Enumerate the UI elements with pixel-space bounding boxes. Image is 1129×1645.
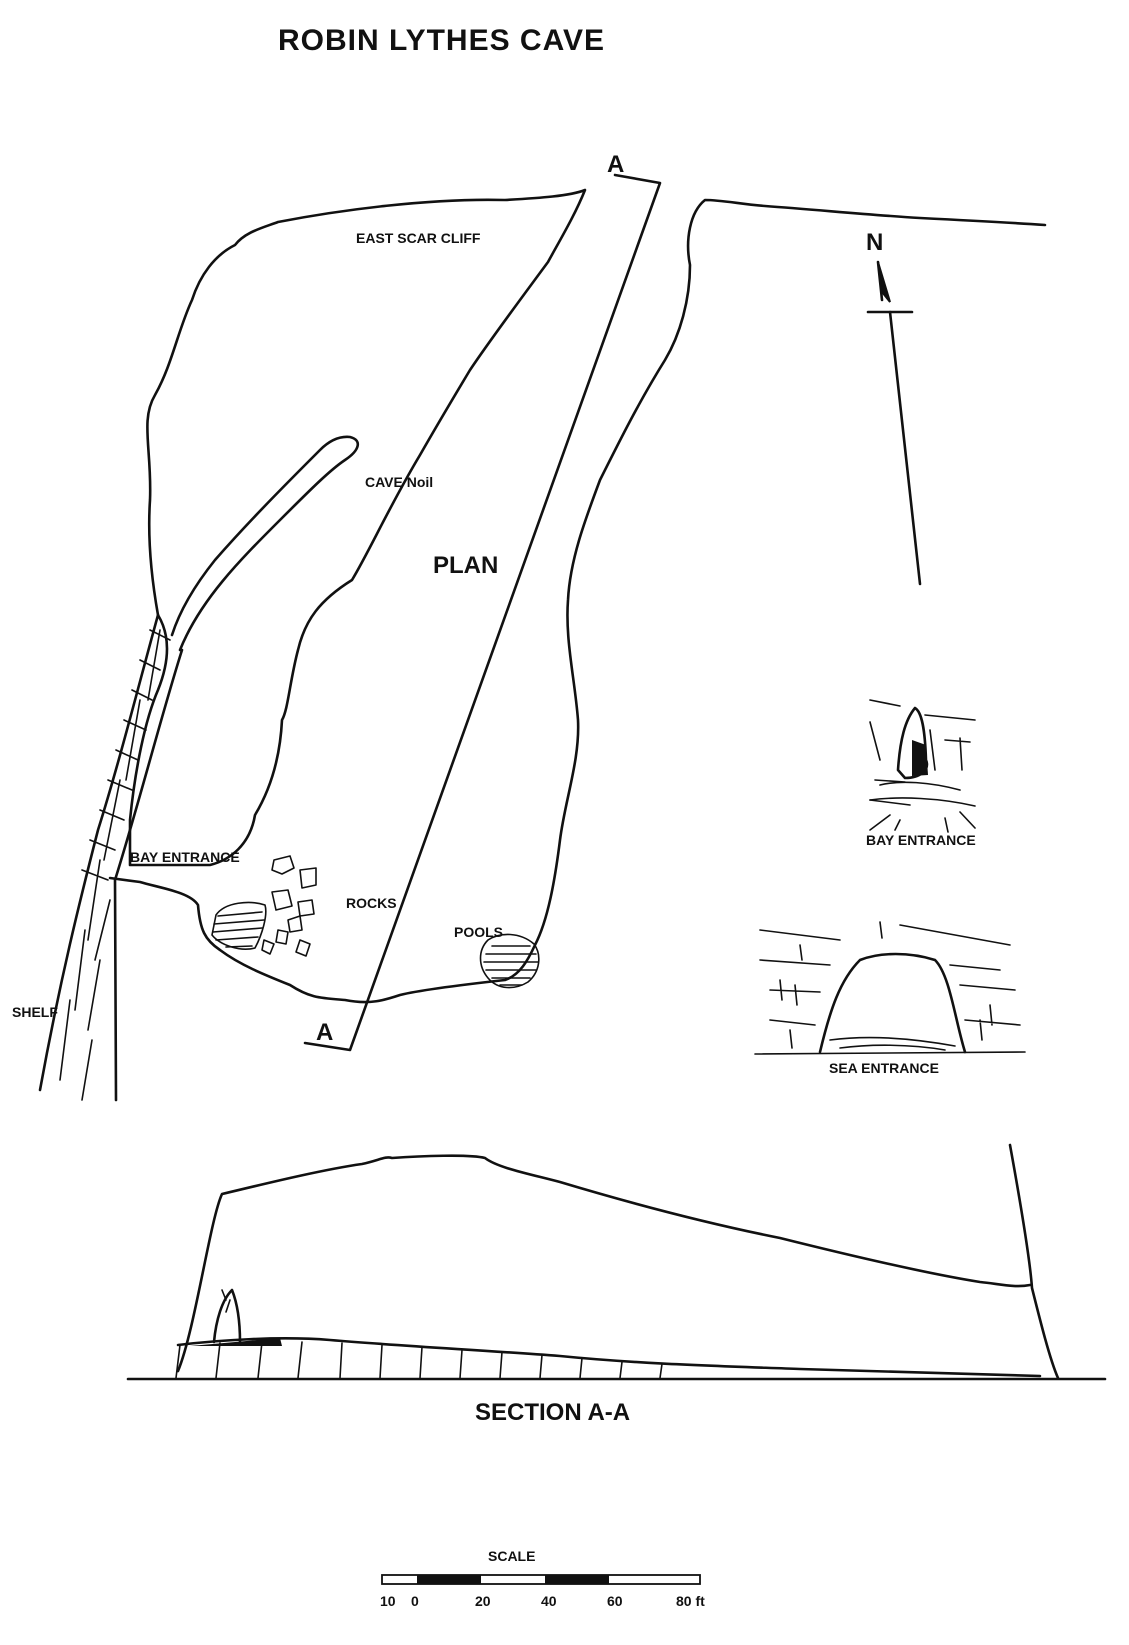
scale-label: SCALE bbox=[488, 1548, 535, 1564]
north-label: N bbox=[866, 229, 883, 256]
section-marker-top: A bbox=[607, 151, 624, 178]
section-marker-bottom: A bbox=[316, 1019, 333, 1046]
drawing-title: ROBIN LYTHES CAVE bbox=[278, 24, 605, 57]
north-arrow: N bbox=[866, 229, 922, 586]
section-a-a: SECTION A-A bbox=[126, 1143, 1107, 1426]
cliff-face bbox=[38, 613, 184, 1102]
pools-symbol bbox=[479, 933, 540, 989]
section-heading: SECTION A-A bbox=[475, 1399, 630, 1426]
cave-noil-passage bbox=[170, 435, 359, 652]
label-cave-noil: CAVE Noil bbox=[365, 474, 433, 490]
bay-entrance-caption: BAY ENTRANCE bbox=[866, 832, 976, 848]
bay-entrance-sketch: BAY ENTRANCE bbox=[866, 699, 976, 848]
section-roof bbox=[176, 1154, 1032, 1373]
rocks-symbols bbox=[211, 855, 317, 957]
sea-entrance-caption: SEA ENTRANCE bbox=[829, 1060, 939, 1076]
scale-bar-frame bbox=[381, 1574, 701, 1585]
label-pools: POOLS bbox=[454, 924, 503, 940]
scale-tick-40: 40 bbox=[541, 1593, 557, 1609]
plan-heading: PLAN bbox=[433, 552, 498, 579]
scale-segment-40-60 bbox=[545, 1575, 609, 1584]
label-rocks: ROCKS bbox=[346, 895, 397, 911]
scale-tick-20: 20 bbox=[475, 1593, 491, 1609]
section-line-a-a: A A bbox=[303, 151, 662, 1052]
scale-tick-0: 0 bbox=[411, 1593, 419, 1609]
scale-bar: SCALE 10 0 20 40 60 80 ft bbox=[380, 1548, 705, 1609]
section-floor bbox=[176, 1337, 1042, 1378]
cave-outline-east bbox=[108, 198, 1047, 1004]
label-shelf: SHELF bbox=[12, 1004, 58, 1020]
plan-view: A A EAST SCAR CLIFF CAVE Noil PLAN BAY E… bbox=[12, 151, 1047, 1102]
scale-segment-0-20 bbox=[417, 1575, 481, 1584]
cave-outline-west bbox=[128, 188, 587, 867]
section-east-wall bbox=[1008, 1143, 1060, 1380]
scale-tick-80: 80 ft bbox=[676, 1593, 705, 1609]
sea-entrance-sketch: SEA ENTRANCE bbox=[754, 921, 1026, 1076]
label-bay-entrance-plan: BAY ENTRANCE bbox=[130, 849, 240, 865]
label-east-scar-cliff: EAST SCAR CLIFF bbox=[356, 230, 481, 246]
scale-tick-10: 10 bbox=[380, 1593, 396, 1609]
scale-tick-60: 60 bbox=[607, 1593, 623, 1609]
